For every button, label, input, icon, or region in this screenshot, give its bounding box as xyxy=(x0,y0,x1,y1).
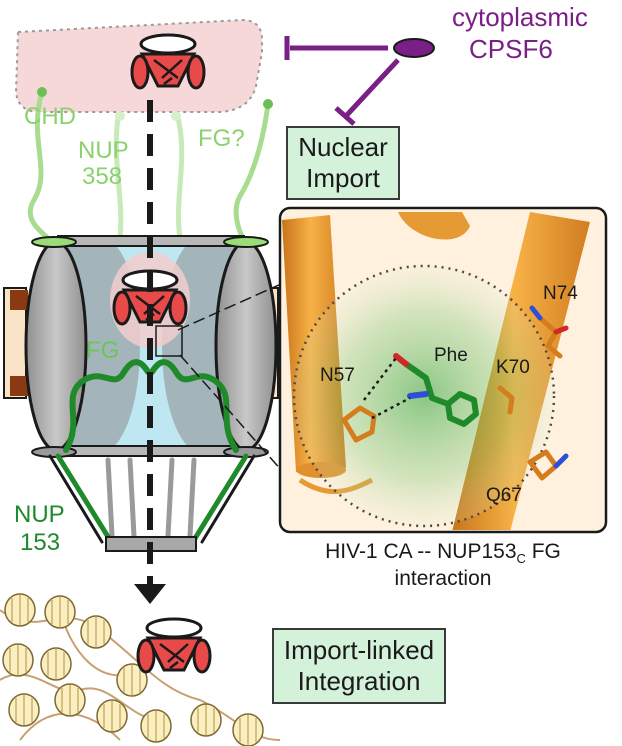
membrane-left-cap-top xyxy=(10,290,28,310)
nuclear-import-line1: Nuclear xyxy=(298,131,388,162)
inhibit-bar-import xyxy=(334,106,356,126)
label-cytoplasmic: cytoplasmic xyxy=(452,2,588,32)
residue-n74: N74 xyxy=(543,283,578,304)
membrane-left-cap-bottom xyxy=(10,376,28,396)
label-nup153-line2: 153 xyxy=(20,529,61,556)
label-chd: CHD xyxy=(24,103,76,130)
fg-repeats xyxy=(63,359,239,453)
nup358-filaments xyxy=(27,89,271,243)
label-fg-question: FG? xyxy=(198,125,245,152)
integration-line1: Import-linked xyxy=(283,634,435,665)
ring-right-top-cap xyxy=(223,236,269,248)
nucleosomes xyxy=(2,593,264,746)
nuclear-basket xyxy=(48,453,256,544)
label-nup358-line1: NUP xyxy=(78,137,129,164)
binding-pocket-outline xyxy=(292,264,556,528)
zoom-line-top xyxy=(177,279,291,331)
inset-caption: HIV-1 CA -- NUP153C FG interaction xyxy=(280,540,606,591)
residue-q67: Q67 xyxy=(486,485,522,506)
inhibit-line-import xyxy=(344,58,400,118)
label-nup358-line2: 358 xyxy=(82,163,123,190)
ring-left-top-cap xyxy=(31,236,77,248)
integration-box: Import-linked Integration xyxy=(272,628,446,704)
residue-sticks xyxy=(341,305,569,481)
cpsf6-protein xyxy=(393,38,435,58)
zoom-line-bottom xyxy=(179,354,291,481)
filament-tip-3 xyxy=(171,111,181,121)
h-bond-2 xyxy=(371,396,411,420)
inset-caption-line1: HIV-1 CA -- NUP153C FG xyxy=(325,540,561,567)
filament-tip-2 xyxy=(115,111,125,121)
nuclear-import-box: Nuclear Import xyxy=(286,126,400,200)
h-bond-1 xyxy=(363,357,397,401)
residue-n57: N57 xyxy=(320,365,355,386)
residue-phe: Phe xyxy=(434,345,468,366)
inset-panel xyxy=(278,206,608,534)
label-nup153-line1: NUP xyxy=(14,501,65,528)
fg-question-tip xyxy=(263,99,273,109)
label-fg: FG xyxy=(86,337,120,364)
nuclear-import-line2: Import xyxy=(306,163,380,193)
cytoplasmic-capsid xyxy=(130,33,206,90)
label-cpsf6: CPSF6 xyxy=(469,34,553,64)
inset-caption-line2: interaction xyxy=(394,567,492,591)
residue-k70: K70 xyxy=(496,357,530,378)
import-arrowhead xyxy=(134,584,166,604)
chd-tip xyxy=(37,87,47,97)
helix-top-loop xyxy=(398,212,470,240)
zoom-source-box xyxy=(155,325,183,357)
integrating-capsid xyxy=(136,617,212,674)
pore-ring-left xyxy=(24,240,88,452)
integration-line2: Integration xyxy=(297,666,421,696)
